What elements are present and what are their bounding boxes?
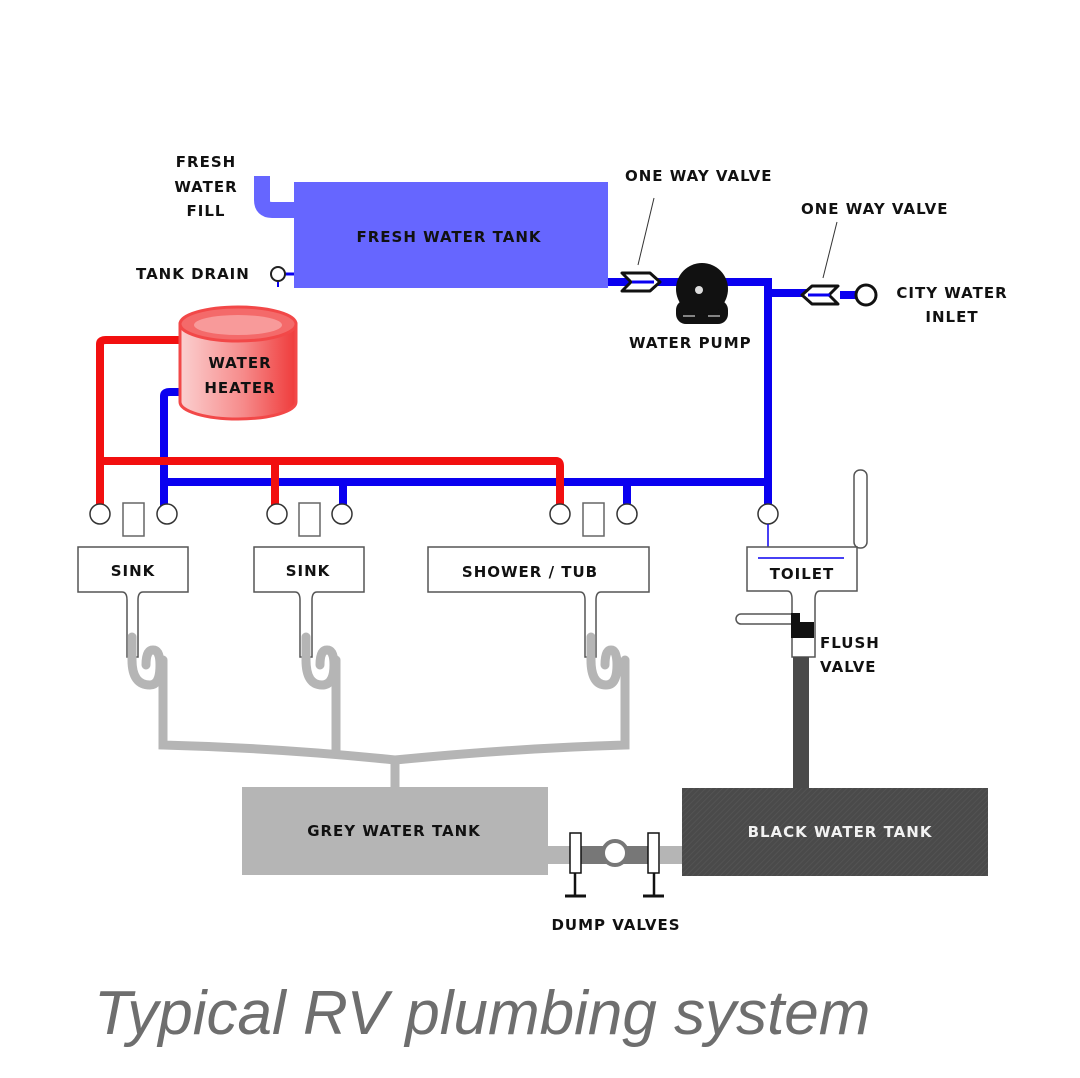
- tank-drain-valve-icon: [270, 266, 294, 287]
- shower-tub: SHOWER / TUB: [427, 502, 650, 658]
- water-heater: WATER HEATER: [178, 305, 298, 421]
- svg-text:FILL: FILL: [187, 202, 226, 220]
- water-pump-icon: [676, 263, 728, 324]
- shower-tub-label: SHOWER / TUB: [462, 563, 598, 581]
- dump-valves-label: DUMP VALVES: [551, 916, 680, 934]
- svg-text:CITY WATER: CITY WATER: [896, 284, 1007, 302]
- water-pump-label: WATER PUMP: [629, 334, 752, 352]
- flush-valve-icon: [735, 613, 814, 638]
- black-water-tank-label: BLACK WATER TANK: [748, 823, 933, 841]
- dump-valves: [548, 832, 682, 898]
- toilet-label: TOILET: [770, 565, 835, 583]
- one-way-valve-1-label: ONE WAY VALVE: [625, 167, 772, 185]
- black-water-tank: [682, 788, 988, 876]
- fresh-water-fill-label: FRESH WATER FILL: [174, 153, 237, 220]
- one-way-valve-1-leader: [637, 197, 655, 266]
- fresh-water-fill-pipe: [254, 176, 294, 218]
- sink-1: SINK: [77, 502, 189, 658]
- tank-drain-label: TANK DRAIN: [136, 265, 250, 283]
- hot-water-pipe: [96, 336, 564, 506]
- svg-text:WATER: WATER: [174, 178, 237, 196]
- city-water-inlet-label: CITY WATER INLET: [896, 284, 1007, 326]
- dump-valve-black-icon: [643, 832, 664, 898]
- grey-drain-pipe: [127, 632, 630, 795]
- toilet: TOILET: [746, 469, 868, 658]
- grey-water-tank-label: GREY WATER TANK: [307, 822, 481, 840]
- one-way-valve-2-icon: [800, 284, 840, 306]
- sink-2: SINK: [253, 502, 365, 658]
- sink-1-label: SINK: [111, 562, 156, 580]
- sink-2-label: SINK: [286, 562, 331, 580]
- fresh-water-tank: [294, 182, 608, 288]
- dump-valve-grey-icon: [565, 832, 586, 898]
- fresh-water-tank-label: FRESH WATER TANK: [356, 228, 541, 246]
- city-water-inlet-icon: [854, 283, 878, 307]
- diagram-caption: Typical RV plumbing system: [94, 979, 871, 1048]
- svg-text:HEATER: HEATER: [204, 379, 275, 397]
- one-way-valve-2-label: ONE WAY VALVE: [801, 200, 948, 218]
- black-drain-pipe: [793, 657, 809, 789]
- grey-water-tank: [242, 787, 548, 875]
- svg-text:FLUSH: FLUSH: [820, 634, 880, 652]
- svg-text:WATER: WATER: [208, 354, 271, 372]
- one-way-valve-2-leader: [822, 221, 838, 279]
- svg-text:FRESH: FRESH: [176, 153, 236, 171]
- svg-text:VALVE: VALVE: [820, 658, 877, 676]
- svg-text:INLET: INLET: [925, 308, 978, 326]
- one-way-valve-1-icon: [620, 271, 662, 293]
- flush-valve-label: FLUSH VALVE: [820, 634, 880, 676]
